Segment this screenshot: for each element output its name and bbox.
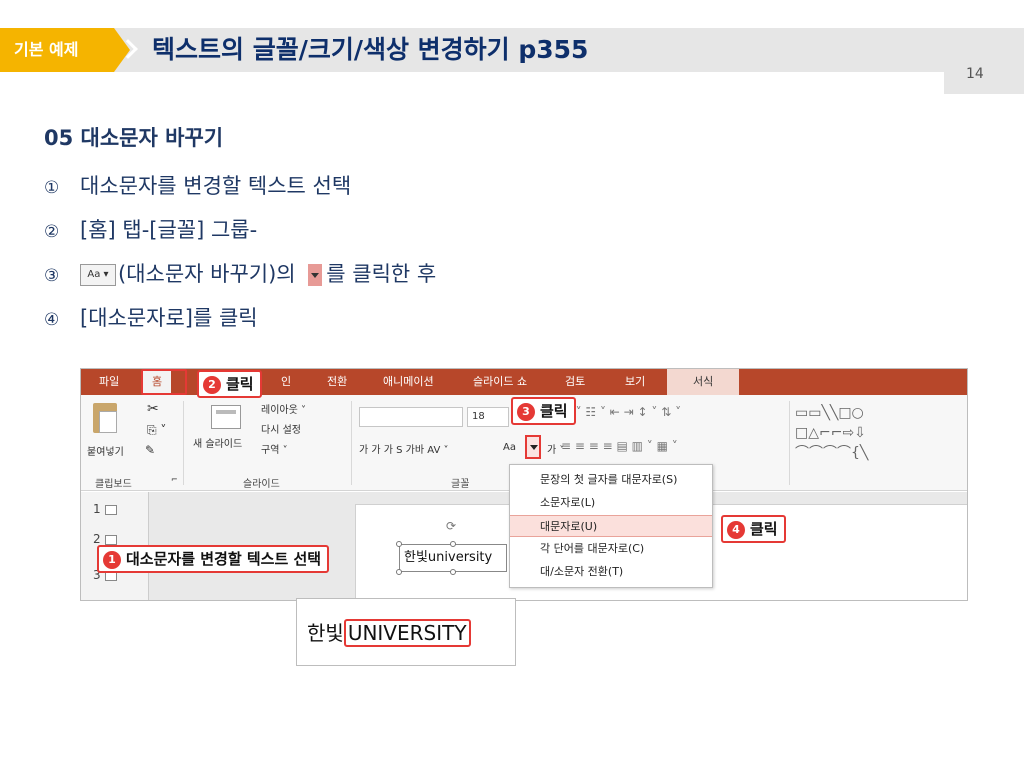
step-text-after: 를 클릭한 후	[326, 262, 437, 286]
callout-3: 3 클릭	[511, 397, 576, 425]
step-badge: 4	[727, 521, 745, 539]
tab-format[interactable]: 서식	[667, 369, 740, 395]
step-number: ①	[44, 178, 60, 198]
tag-arrow	[114, 28, 130, 72]
selected-textbox[interactable]: 한빛university	[399, 544, 507, 572]
font-name-field[interactable]	[359, 407, 463, 427]
callout-text: 클릭	[540, 402, 568, 420]
tab-file[interactable]: 파일	[99, 375, 120, 388]
menu-item-uppercase[interactable]: 대문자로(U)	[510, 515, 712, 537]
result-prefix: 한빛	[307, 621, 344, 645]
slide-header: 기본 예제 텍스트의 글꼴/크기/색상 변경하기 p355	[0, 28, 1024, 72]
change-case-button[interactable]: Aa	[503, 442, 516, 453]
paste-icon[interactable]	[93, 403, 117, 433]
step-text: 대소문자를 변경할 텍스트 선택	[80, 174, 352, 198]
font-format-buttons[interactable]: 가 가 가 S 가바 AV ˅	[359, 445, 449, 456]
group-divider	[789, 401, 790, 485]
result-uppercase-highlight: UNIVERSITY	[343, 619, 471, 647]
font-group-label: 글꼴	[451, 479, 470, 490]
dialog-launcher-icon[interactable]: ⌐	[171, 475, 178, 484]
step-3: ③ Aa ▾(대소문자 바꾸기)의 를 클릭한 후	[44, 258, 436, 288]
tab-insert[interactable]: 인	[281, 375, 292, 388]
callout-text: 클릭	[226, 375, 254, 393]
resize-handle[interactable]	[396, 541, 402, 547]
font-size-field[interactable]: 18	[467, 407, 509, 427]
thumb-item[interactable]: 2	[93, 532, 117, 546]
font-color-button[interactable]: 가 ˅	[547, 445, 565, 456]
page-number: 14	[966, 66, 984, 82]
callout-4: 4 클릭	[721, 515, 786, 543]
thumb-item[interactable]: 1	[93, 502, 117, 516]
step-number: ②	[44, 222, 60, 242]
tab-view[interactable]: 보기	[625, 375, 646, 388]
reset-button[interactable]: 다시 설정	[261, 425, 301, 436]
format-painter-icon[interactable]: ✎	[145, 443, 156, 457]
new-slide-label[interactable]: 새 슬라이드	[193, 439, 243, 450]
rotate-handle-icon[interactable]: ⟳	[446, 519, 457, 533]
resize-handle[interactable]	[450, 569, 456, 575]
callout-2: 2 클릭	[197, 370, 262, 398]
section-button[interactable]: 구역 ˅	[261, 445, 288, 456]
step-2: ② [홈] 탭-[글꼴] 그룹-	[44, 214, 257, 244]
bullet-list-icon[interactable]: ☰ ˅ ☷ ˅ ⇤ ⇥ ↕ ˅ ⇅ ˅	[561, 405, 682, 419]
step-text-before: (대소문자 바꾸기)의	[118, 262, 303, 286]
tab-review[interactable]: 검토	[565, 375, 586, 388]
align-icons[interactable]: ≡ ≡ ≡ ≡ ▤ ▥ ˅ ▦ ˅	[561, 439, 678, 453]
menu-item-sentence-case[interactable]: 문장의 첫 글자를 대문자로(S)	[540, 473, 678, 486]
step-number: ③	[44, 266, 60, 286]
step-text: [홈] 탭-[글꼴] 그룹-	[80, 218, 258, 242]
step-badge: 3	[517, 403, 535, 421]
tab-slideshow[interactable]: 슬라이드 쇼	[473, 375, 528, 388]
callout-text: 클릭	[750, 520, 778, 538]
callout-text: 대소문자를 변경할 텍스트 선택	[126, 550, 322, 568]
clipboard-group-label: 클립보드	[95, 479, 132, 490]
tab-transitions[interactable]: 전환	[327, 375, 348, 388]
step-4: ④ [대소문자로]를 클릭	[44, 302, 258, 332]
layout-button[interactable]: 레이아웃 ˅	[261, 405, 306, 416]
callout-1: 1 대소문자를 변경할 텍스트 선택	[97, 545, 330, 573]
resize-handle[interactable]	[396, 569, 402, 575]
paste-label[interactable]: 붙여넣기	[87, 447, 124, 458]
shapes-gallery[interactable]: ▭▭╲╲□○□△⌐⌐⇨⇩⌒⌒⌒⌒{╲	[795, 405, 869, 461]
copy-icon[interactable]: ⎘ ˅	[147, 423, 167, 437]
step-text: [대소문자로]를 클릭	[80, 306, 258, 330]
menu-item-capitalize-each-word[interactable]: 각 단어를 대문자로(C)	[540, 542, 645, 555]
step-badge: 2	[203, 376, 221, 394]
dropdown-arrow-icon	[308, 264, 323, 286]
step-badge: 1	[103, 551, 121, 569]
tab-home[interactable]: 홈	[143, 369, 172, 395]
home-tab-highlight	[141, 369, 187, 395]
powerpoint-screenshot: 파일 홈 인 전환 애니메이션 슬라이드 쇼 검토 보기 서식 ✂ ⎘ ˅ 붙여…	[80, 368, 968, 601]
slides-group-label: 슬라이드	[243, 479, 280, 490]
step-number: ④	[44, 310, 60, 330]
menu-item-toggle-case[interactable]: 대/소문자 전환(T)	[540, 565, 624, 578]
change-case-icon: Aa ▾	[80, 264, 116, 286]
change-case-menu: 문장의 첫 글자를 대문자로(S) 소문자로(L) 대문자로(U) 각 단어를 …	[509, 464, 713, 588]
page-number-box	[944, 58, 1024, 94]
menu-item-lowercase[interactable]: 소문자로(L)	[540, 496, 596, 509]
section-heading: 05 대소문자 바꾸기	[44, 126, 224, 150]
group-divider	[183, 401, 184, 485]
resize-handle[interactable]	[450, 541, 456, 547]
change-case-dropdown[interactable]	[525, 435, 541, 459]
slide-title: 텍스트의 글꼴/크기/색상 변경하기 p355	[152, 35, 589, 64]
step-1: ① 대소문자를 변경할 텍스트 선택	[44, 170, 351, 200]
new-slide-icon[interactable]	[211, 405, 241, 429]
cut-icon[interactable]: ✂	[147, 401, 159, 417]
example-tag: 기본 예제	[0, 28, 114, 72]
tab-animations[interactable]: 애니메이션	[383, 375, 434, 388]
group-divider	[351, 401, 352, 485]
